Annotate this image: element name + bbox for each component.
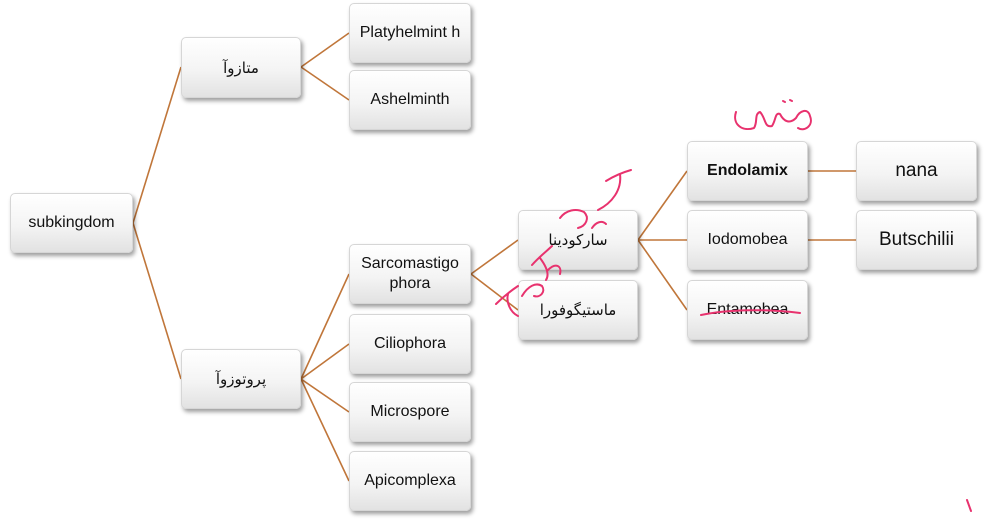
connector-line xyxy=(470,239,519,275)
node-platyhelminth: Platyhelmint h xyxy=(349,3,471,63)
connector-line xyxy=(300,273,350,380)
connector-line xyxy=(637,170,688,241)
node-nana: nana xyxy=(856,141,977,201)
connector-line xyxy=(300,343,350,380)
node-mastigophora: ماستیگوفورا xyxy=(518,280,638,340)
connector-line xyxy=(470,273,519,311)
node-sarcomastigophora: Sarcomastigo phora xyxy=(349,244,471,304)
node-apicomplexa: Apicomplexa xyxy=(349,451,471,511)
node-protozoa: پروتوزوآ xyxy=(181,349,301,409)
root-node-subkingdom: subkingdom xyxy=(10,193,133,253)
node-iodomobea: Iodomobea xyxy=(687,210,808,270)
connector-line xyxy=(637,239,688,311)
node-metazoa: متازوآ xyxy=(181,37,301,98)
connector-line xyxy=(300,378,350,413)
node-microspore: Microspore xyxy=(349,382,471,442)
connector-line xyxy=(300,32,350,68)
node-ciliophora: Ciliophora xyxy=(349,314,471,374)
node-entamobea: Entamobea xyxy=(687,280,808,340)
node-ashelminth: Ashelminth xyxy=(349,70,471,130)
node-endolamix: Endolamix xyxy=(687,141,808,201)
node-butschilii: Butschilii xyxy=(856,210,977,270)
node-sarcodina: سارکودینا xyxy=(518,210,638,270)
connector-line xyxy=(132,222,182,380)
connector-line xyxy=(300,378,350,482)
connector-line xyxy=(132,66,182,224)
connector-line xyxy=(300,66,350,101)
